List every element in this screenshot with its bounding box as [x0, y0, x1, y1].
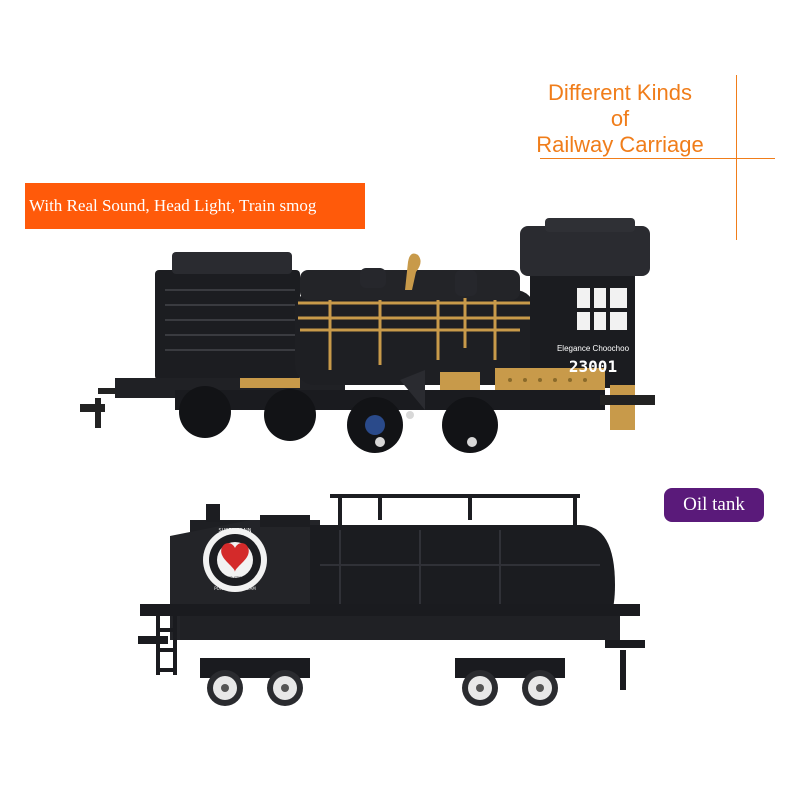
headline-line-1: Different Kinds [548, 80, 692, 105]
feature-banner: With Real Sound, Head Light, Train smog [25, 183, 365, 229]
headline-line-2: of [610, 106, 630, 131]
logo-top-text: SUPER TRAIN [218, 528, 251, 534]
logo-mid-text: FOR STYLE [226, 576, 245, 580]
headline: Different Kinds of Railway Carriage [520, 80, 720, 158]
plate-number: 23001 [569, 357, 617, 376]
plate-name: Elegance Choochoo [557, 344, 630, 353]
oil-tank-car [138, 494, 645, 706]
headline-divider-horizontal [540, 158, 775, 159]
logo-bottom-text: POWERED BY STEAM [214, 586, 256, 591]
headline-divider-vertical [736, 75, 737, 240]
oil-tank-badge: Oil tank [664, 488, 764, 522]
steam-locomotive [80, 218, 655, 453]
headline-line-3: Railway Carriage [536, 132, 704, 157]
